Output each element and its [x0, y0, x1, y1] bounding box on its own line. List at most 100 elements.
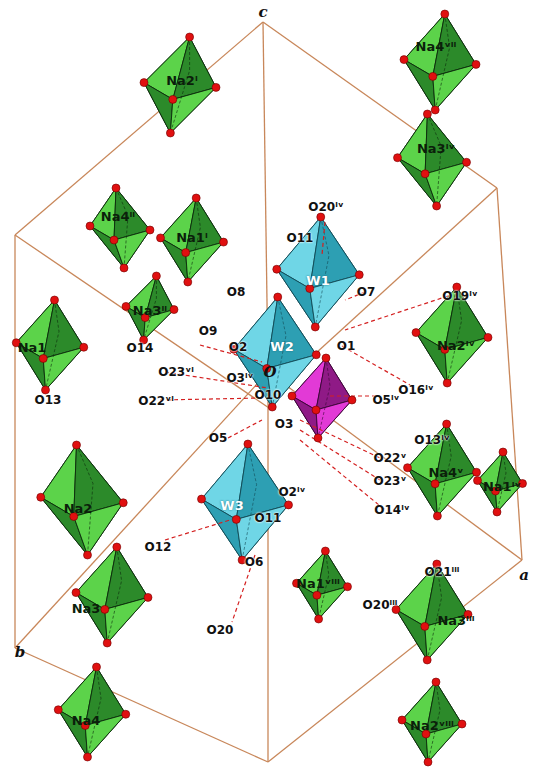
oxygen-atom	[169, 95, 177, 103]
site-label: Na3ⁱᵛ	[417, 142, 455, 155]
polyhedron-outline	[478, 452, 523, 512]
polyhedron-face	[76, 593, 107, 643]
polyhedron-outline	[76, 547, 148, 643]
oxygen-atom	[313, 591, 321, 599]
na-polyhedron	[126, 276, 174, 340]
hidden-edge	[315, 217, 329, 327]
site-label: Na3ⁱⁱ	[133, 304, 167, 317]
atom-label: O23ᵛⁱ	[158, 366, 194, 378]
polyhedron-face	[316, 400, 352, 438]
atom-label: O9	[199, 325, 218, 337]
oxygen-atom	[152, 272, 160, 280]
polyhedron-face	[43, 347, 84, 390]
axis-label: b	[15, 645, 26, 660]
oxygen-atom	[93, 663, 101, 671]
atom-label: O5	[209, 432, 228, 444]
oxygen-atom	[473, 468, 481, 476]
cell-edge	[268, 560, 522, 762]
atom-label: O1	[337, 340, 356, 352]
hidden-edge	[242, 444, 257, 560]
oxygen-atom	[322, 354, 330, 362]
oxygen-atom	[443, 379, 451, 387]
cell-edge	[15, 235, 272, 410]
na-polyhedron	[161, 198, 224, 282]
na-polyhedron	[76, 547, 148, 643]
polyhedron-face	[435, 472, 476, 516]
site-label: Na2ⁱ	[166, 74, 198, 87]
polyhedron-outline	[277, 217, 360, 327]
oxygen-atom	[433, 202, 441, 210]
polyhedron-outline	[58, 667, 126, 757]
polyhedron-face	[186, 242, 224, 282]
atom-label: O5ⁱᵛ	[372, 394, 399, 406]
oxygen-atom	[315, 615, 323, 623]
na-polyhedron	[404, 14, 476, 110]
polyhedron-face	[236, 505, 288, 560]
oxygen-atom	[421, 170, 429, 178]
oxygen-atom	[394, 154, 402, 162]
oxygen-atom	[321, 547, 329, 555]
oxygen-atom	[499, 448, 507, 456]
atom-label: O13ⁱᵛ	[414, 434, 450, 446]
polyhedron-face	[433, 64, 476, 110]
contact-line	[228, 420, 262, 438]
polyhedron-outline	[144, 37, 216, 133]
oxygen-atom	[184, 278, 192, 286]
oxygen-atom	[398, 716, 406, 724]
axis-label: a	[519, 568, 529, 583]
na-polyhedron	[297, 551, 348, 619]
oxygen-atom	[84, 753, 92, 761]
oxygen-atom	[484, 333, 492, 341]
atoms	[12, 10, 526, 766]
site-label: W1	[306, 274, 329, 287]
oxygen-atom	[423, 656, 431, 664]
oxygen-atom	[110, 236, 118, 244]
polyhedron-outline	[297, 551, 348, 619]
hidden-edge	[88, 667, 102, 757]
polyhedron-face	[396, 610, 427, 660]
oxygen-atom	[404, 464, 412, 472]
na-polyhedron	[398, 114, 467, 206]
oxygen-atom	[344, 583, 352, 591]
atom-label: O3	[275, 418, 294, 430]
oxygen-atom	[285, 501, 293, 509]
cell-edge	[15, 372, 268, 648]
oxygen-atom	[140, 79, 148, 87]
oxygen-atom	[273, 265, 281, 273]
oxygen-atom	[157, 234, 165, 242]
site-label: Na3ⁱⁱⁱ	[437, 614, 474, 627]
site-label: Na4ᵛ	[428, 466, 463, 479]
contact-line	[300, 420, 380, 458]
oxygen-atom	[198, 495, 206, 503]
polyhedron-outline	[402, 682, 462, 762]
axis-label: c	[258, 5, 267, 20]
polyhedron-outline	[41, 445, 124, 555]
na-polyhedron	[41, 445, 124, 555]
atom-label: O19ⁱᵛ	[442, 290, 478, 302]
oxygen-atom	[232, 515, 240, 523]
oxygen-atom	[122, 710, 130, 718]
hidden-edge	[46, 300, 60, 390]
oxygen-atom	[212, 83, 220, 91]
oxygen-atom	[113, 543, 121, 551]
na-polyhedron	[144, 37, 216, 133]
oxygen-atom	[80, 343, 88, 351]
polyhedron-face	[404, 60, 435, 110]
oxygen-atom	[220, 238, 228, 246]
oxygen-atom	[101, 605, 109, 613]
oxygen-atom	[72, 589, 80, 597]
polyhedron-face	[161, 238, 188, 282]
atom-label: O11	[255, 512, 282, 524]
oxygen-atom	[146, 226, 154, 234]
hidden-edge	[116, 188, 128, 268]
oxygen-atom	[443, 420, 451, 428]
oxygen-atom	[182, 249, 190, 257]
polyhedron-outline	[292, 358, 352, 438]
atom-label: O12	[145, 541, 172, 553]
oxygen-atom	[54, 706, 62, 714]
oxygen-atom	[37, 493, 45, 501]
oxygen-atom	[429, 72, 437, 80]
site-label: Na4	[72, 714, 101, 727]
na-polyhedron	[396, 564, 468, 660]
oxygen-atom	[39, 355, 47, 363]
